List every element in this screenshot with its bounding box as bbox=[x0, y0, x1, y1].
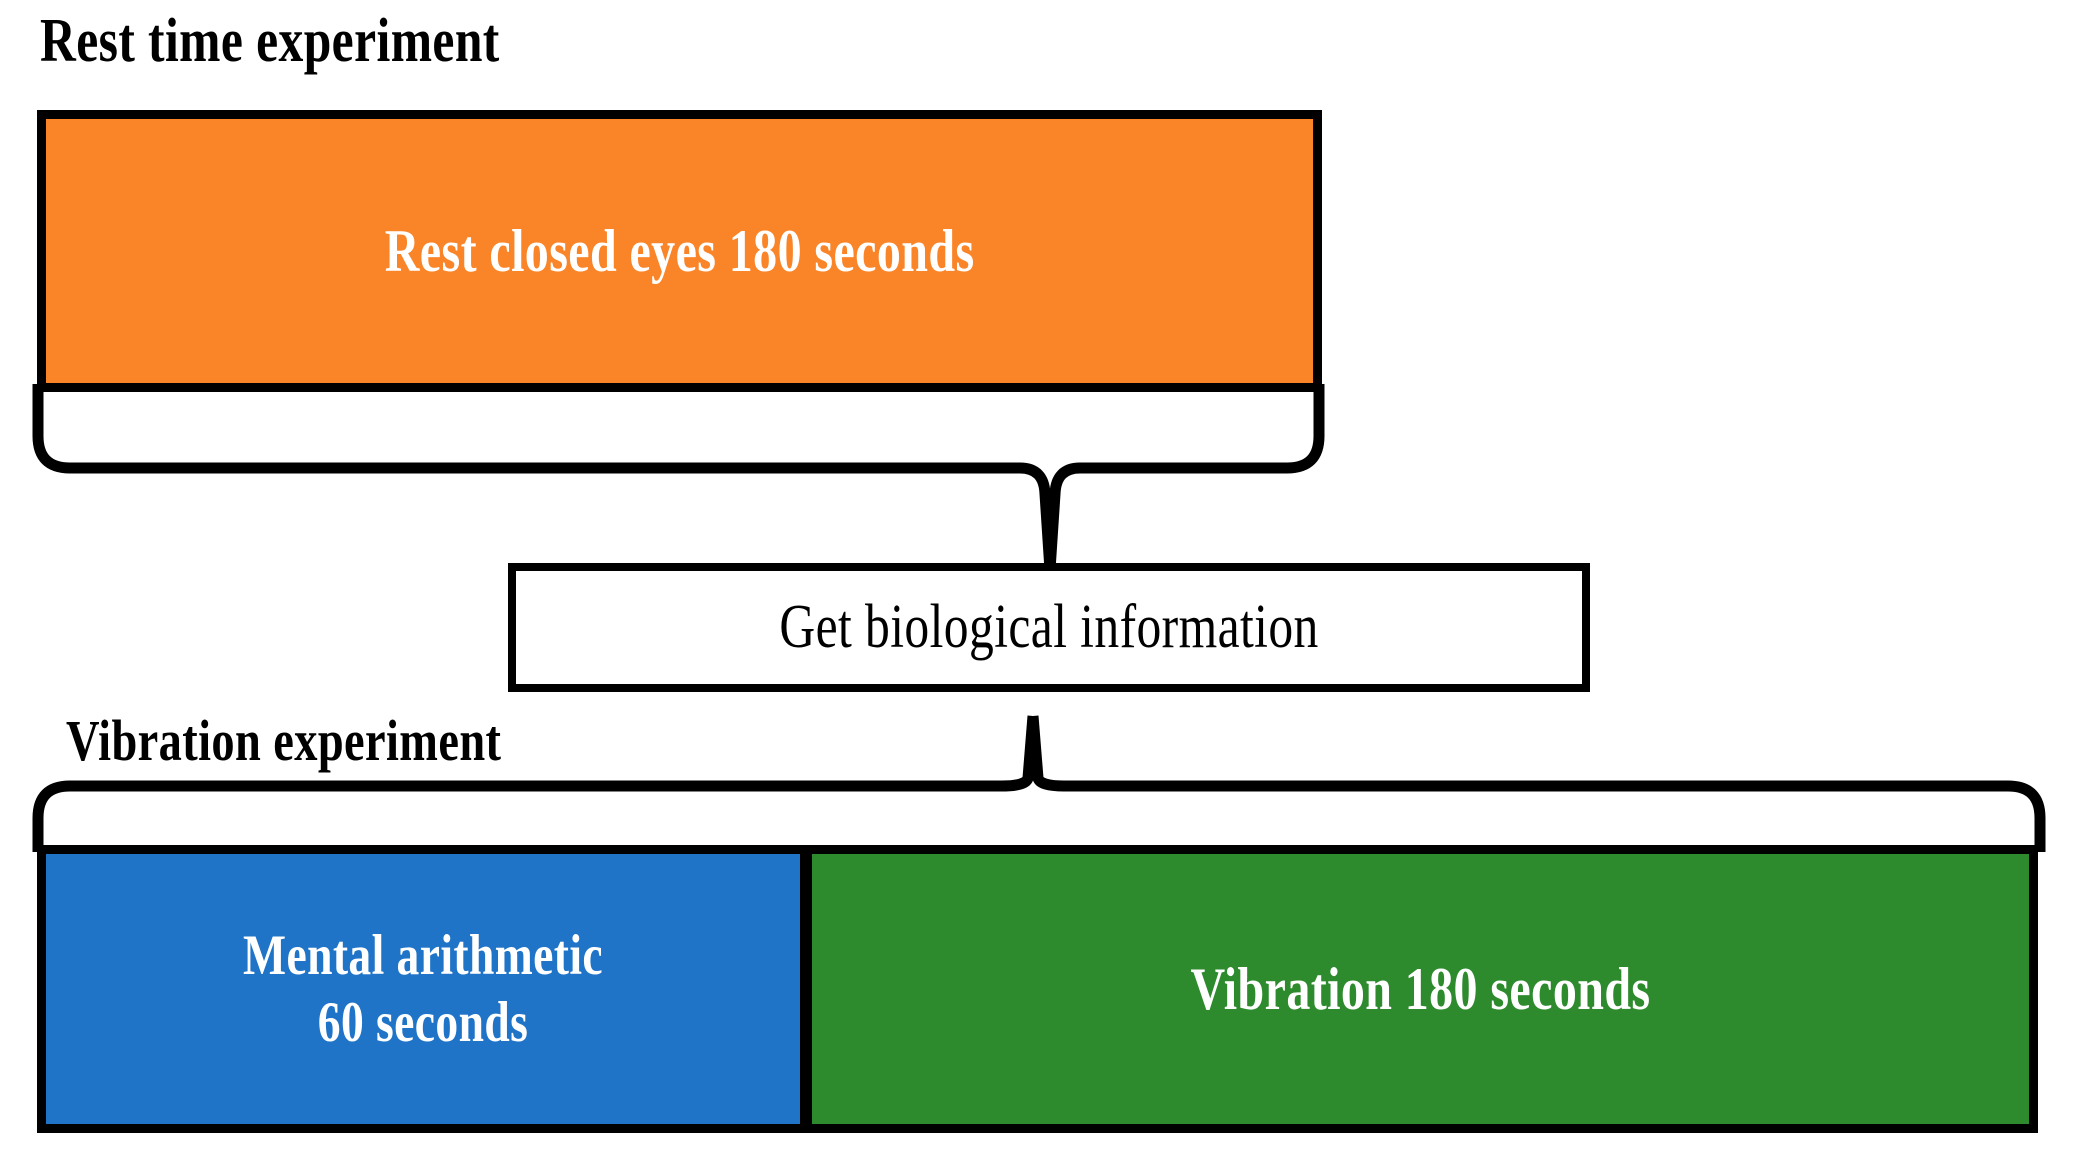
block-get-biological-information: Get biological information bbox=[508, 563, 1590, 692]
vibration-experiment-title: Vibration experiment bbox=[66, 708, 502, 773]
bottom-brace-connector bbox=[32, 715, 2046, 852]
rest-time-experiment-title: Rest time experiment bbox=[40, 7, 500, 75]
block-mental-arithmetic: Mental arithmetic 60 seconds bbox=[37, 845, 809, 1133]
block-mental-arithmetic-label: Mental arithmetic 60 seconds bbox=[242, 923, 604, 1054]
block-rest-closed-eyes: Rest closed eyes 180 seconds bbox=[37, 110, 1322, 392]
block-rest-closed-eyes-label: Rest closed eyes 180 seconds bbox=[384, 217, 975, 284]
block-get-biological-information-label: Get biological information bbox=[779, 592, 1319, 661]
top-brace-connector bbox=[32, 384, 1325, 571]
block-vibration-label: Vibration 180 seconds bbox=[1190, 955, 1651, 1022]
block-vibration: Vibration 180 seconds bbox=[803, 845, 2038, 1133]
